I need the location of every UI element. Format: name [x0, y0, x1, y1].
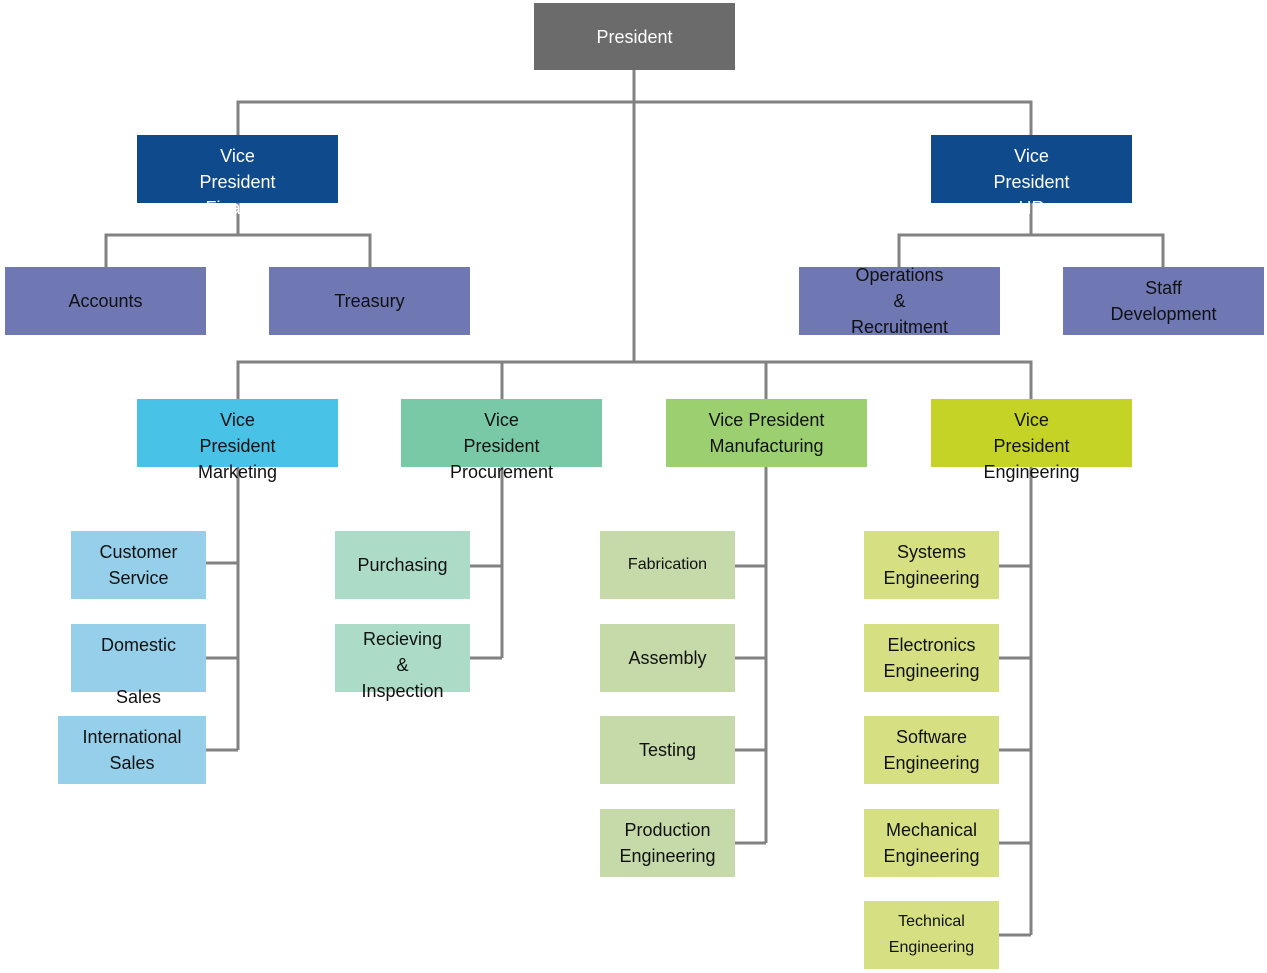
node-vp-finance[interactable]: Vice President Finance — [137, 135, 338, 218]
node-domestic-sales[interactable]: Domestic Sales — [71, 624, 206, 707]
node-accounts-label: Accounts — [68, 291, 143, 311]
connector-marketing-spine — [206, 466, 240, 752]
node-treasury[interactable]: Treasury — [269, 267, 470, 335]
node-electronics-engineering-label: Electronics Engineering — [883, 635, 980, 681]
node-international-sales[interactable]: International Sales — [58, 716, 206, 784]
node-vp-hr-label: Vice President HR — [993, 146, 1070, 218]
node-technical-engineering-label: Technical Engineering — [888, 913, 975, 956]
connector-mid-branch — [236, 360, 1033, 399]
node-fabrication[interactable]: Fabrication — [600, 531, 735, 599]
node-vp-marketing[interactable]: Vice President Marketing — [137, 399, 338, 482]
node-vp-engineering-label: Vice President Engineering — [983, 410, 1080, 482]
node-president-label: President — [596, 26, 673, 47]
node-vp-engineering[interactable]: Vice President Engineering — [931, 399, 1132, 482]
connector-finance-branch — [104, 202, 372, 267]
node-vp-procurement[interactable]: Vice President Procurement — [401, 399, 602, 482]
node-receiving-inspection-label: Recieving & Inspection — [361, 629, 444, 701]
node-vp-marketing-label: Vice President Marketing — [197, 410, 278, 482]
node-systems-engineering[interactable]: Systems Engineering — [864, 531, 999, 599]
connector-top-branch — [236, 100, 1033, 135]
node-accounts[interactable]: Accounts — [5, 267, 206, 335]
node-operations-recruitment[interactable]: Operations & Recruitment — [799, 265, 1000, 337]
node-assembly-label: Assembly — [628, 648, 707, 668]
node-operations-recruitment-label: Operations & Recruitment — [850, 265, 949, 337]
node-vp-manufacturing-label: Vice President Manufacturing — [708, 410, 825, 456]
node-software-engineering-label: Software Engineering — [883, 727, 980, 773]
node-fabrication-label: Fabrication — [627, 556, 708, 573]
connector-hr-branch — [897, 202, 1165, 267]
node-vp-manufacturing[interactable]: Vice President Manufacturing — [666, 399, 867, 467]
node-international-sales-label: International Sales — [82, 727, 182, 773]
node-mechanical-engineering-label: Mechanical Engineering — [883, 820, 980, 866]
node-purchasing-label: Purchasing — [357, 555, 448, 575]
node-technical-engineering[interactable]: Technical Engineering — [864, 901, 999, 969]
node-vp-procurement-label: Vice President Procurement — [449, 410, 554, 482]
node-testing-label: Testing — [638, 740, 697, 760]
node-electronics-engineering[interactable]: Electronics Engineering — [864, 624, 999, 692]
node-purchasing[interactable]: Purchasing — [335, 531, 470, 599]
node-testing[interactable]: Testing — [600, 716, 735, 784]
node-president[interactable]: President — [534, 3, 735, 70]
node-staff-development[interactable]: Staff Development — [1063, 267, 1264, 335]
node-assembly[interactable]: Assembly — [600, 624, 735, 692]
node-customer-service[interactable]: Customer Service — [71, 531, 206, 599]
node-staff-development-label: Staff Development — [1110, 278, 1217, 324]
node-treasury-label: Treasury — [334, 291, 405, 311]
node-receiving-inspection[interactable]: Recieving & Inspection — [335, 624, 470, 701]
node-customer-service-label: Customer Service — [99, 542, 178, 588]
node-vp-hr[interactable]: Vice President HR — [931, 135, 1132, 218]
connector-procurement-spine — [470, 466, 504, 660]
node-domestic-sales-label: Domestic Sales — [100, 635, 176, 707]
node-production-engineering-label: Production Engineering — [619, 820, 716, 866]
node-mechanical-engineering[interactable]: Mechanical Engineering — [864, 809, 999, 877]
connector-engineering-spine — [999, 466, 1033, 937]
node-software-engineering[interactable]: Software Engineering — [864, 716, 999, 784]
connector-manufacturing-spine — [734, 466, 768, 845]
node-production-engineering[interactable]: Production Engineering — [600, 809, 735, 877]
node-systems-engineering-label: Systems Engineering — [883, 542, 980, 588]
node-vp-finance-label: Vice President Finance — [199, 146, 276, 218]
